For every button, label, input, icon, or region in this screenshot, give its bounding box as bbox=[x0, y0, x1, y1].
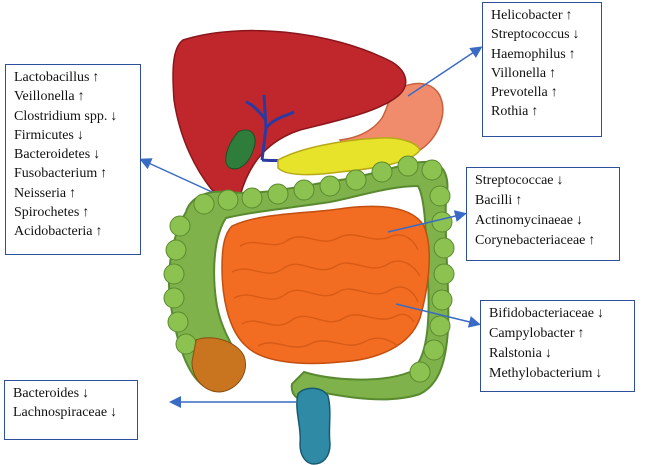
list-item: Veillonella↑ bbox=[14, 89, 85, 105]
stomach-bacteria-box: Helicobacter↑ Streptococcus↓ Haemophilus… bbox=[482, 2, 602, 137]
ileum-bacteria-list: Bifidobacteriaceae↓ Campylobacter↑ Ralst… bbox=[489, 304, 628, 384]
duodenum-bacteria-box: Streptococcae↓ Bacilli↑ Actinomycinaeae↓… bbox=[466, 167, 620, 261]
colon-bacteria-box: Bacteroides↓ Lachnospiraceae↓ bbox=[4, 380, 138, 440]
list-item: Methylobacterium↓ bbox=[489, 366, 603, 381]
liver-bacteria-list: Lactobacillus↑ Veillonella↑ Clostridium … bbox=[14, 68, 134, 242]
colon-haustra bbox=[163, 155, 455, 383]
gallbladder-shape bbox=[225, 129, 256, 170]
list-item: Clostridium spp.↓ bbox=[14, 108, 118, 124]
list-item: Fusobacterium↑ bbox=[14, 166, 108, 182]
bile-duct-shape bbox=[245, 94, 351, 163]
cecum-shape bbox=[191, 337, 246, 393]
list-item: Corynebacteriaceae↑ bbox=[475, 233, 596, 248]
list-item: Streptococcae↓ bbox=[475, 173, 564, 188]
list-item: Bacilli↑ bbox=[475, 193, 523, 208]
list-item: Streptococcus↓ bbox=[491, 27, 580, 43]
list-item: Actinomycinaeae↓ bbox=[475, 213, 583, 228]
list-item: Bacteroidetes↓ bbox=[14, 147, 101, 163]
list-item: Spirochetes↑ bbox=[14, 205, 90, 221]
list-item: Ralstonia↓ bbox=[489, 346, 552, 361]
small-intestine-coils bbox=[231, 234, 421, 348]
list-item: Rothia↑ bbox=[491, 104, 539, 120]
list-item: Bacteroides↓ bbox=[13, 386, 90, 401]
arrow-ileum bbox=[395, 303, 481, 328]
list-item: Haemophilus↑ bbox=[491, 46, 576, 62]
rectum-shape bbox=[296, 387, 331, 465]
list-item: Neisseria↑ bbox=[14, 185, 77, 201]
duodenum-bacteria-list: Streptococcae↓ Bacilli↑ Actinomycinaeae↓… bbox=[475, 171, 613, 251]
colon-bacteria-list: Bacteroides↓ Lachnospiraceae↓ bbox=[13, 384, 131, 423]
list-item: Campylobacter↑ bbox=[489, 326, 585, 341]
list-item: Helicobacter↑ bbox=[491, 8, 573, 23]
list-item: Acidobacteria↑ bbox=[14, 224, 103, 240]
ileum-bacteria-box: Bifidobacteriaceae↓ Campylobacter↑ Ralst… bbox=[480, 300, 635, 392]
list-item: Bifidobacteriaceae↓ bbox=[489, 306, 604, 321]
arrow-duodenum bbox=[387, 210, 467, 233]
list-item: Lactobacillus↑ bbox=[14, 70, 100, 85]
list-item: Villonella↑ bbox=[491, 65, 557, 81]
stomach-bacteria-list: Helicobacter↑ Streptococcus↓ Haemophilus… bbox=[491, 6, 595, 122]
list-item: Lachnospiraceae↓ bbox=[13, 405, 118, 421]
list-item: Prevotella↑ bbox=[491, 85, 558, 101]
liver-bacteria-box: Lactobacillus↑ Veillonella↑ Clostridium … bbox=[5, 64, 141, 255]
arrow-stomach bbox=[407, 46, 483, 97]
arrow-liver bbox=[139, 158, 213, 193]
list-item: Firmicutes↓ bbox=[14, 127, 84, 143]
